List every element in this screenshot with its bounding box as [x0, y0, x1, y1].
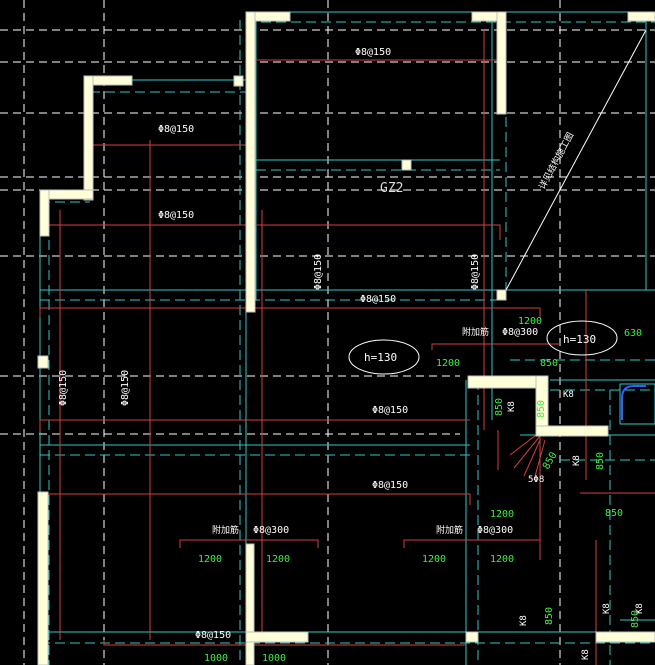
slab-thickness-2: h=130	[563, 333, 596, 346]
dim-1200-f: 1200	[422, 554, 446, 565]
dim-850-c: 850	[536, 400, 547, 418]
k8-label-c: K8	[572, 455, 582, 466]
rebar-label-vert-right: Φ8@150	[470, 254, 481, 290]
dim-1200-e: 1200	[266, 554, 290, 565]
extra-bar-2-spec: Φ8@300	[253, 525, 289, 536]
dim-850-e: 850	[595, 452, 606, 470]
rebar-label-top: Φ8@150	[355, 47, 391, 58]
rebar-label-bottom: Φ8@150	[195, 630, 231, 641]
slab-callout-2	[546, 320, 618, 356]
dim-630: 630	[624, 328, 642, 339]
k8-label-b: K8	[507, 401, 517, 412]
rebar-label-row3: Φ8@150	[158, 210, 194, 221]
k8-label-a: K8	[563, 390, 574, 400]
k8-label-g: K8	[581, 649, 591, 660]
rebar-label-vert-left: Φ8@150	[58, 370, 69, 406]
dim-1200-d: 1200	[198, 554, 222, 565]
bars-5: 5Φ8	[528, 475, 544, 485]
rebar-lines	[39, 30, 655, 665]
extra-bar-2: 附加筋	[212, 524, 239, 536]
column-tag: GZ2	[380, 181, 403, 196]
dim-1200-a: 1200	[518, 316, 542, 327]
k8-label-d: K8	[519, 615, 529, 626]
walls	[37, 11, 655, 665]
dim-1000-b: 1000	[262, 653, 286, 664]
dim-850-f: 850	[605, 508, 623, 519]
k8-label-f: K8	[635, 603, 645, 614]
rebar-label-row5: Φ8@150	[372, 405, 408, 416]
dim-1200-g: 1200	[490, 554, 514, 565]
stair-outline	[505, 29, 647, 291]
rebar-label-row2: Φ8@150	[158, 124, 194, 135]
dim-850-g: 850	[544, 607, 555, 625]
detail-box	[619, 383, 655, 425]
slab-callout-1	[348, 339, 420, 375]
extra-bar-1-spec: Φ8@300	[502, 327, 538, 338]
rebar-label-vert-left2: Φ8@150	[120, 370, 131, 406]
dim-850-h: 850	[630, 610, 641, 628]
rebar-label-vert-center: Φ8@150	[313, 254, 324, 290]
dim-1200-b: 1200	[436, 358, 460, 369]
slab-thickness-1: h=130	[364, 351, 397, 364]
extra-bar-1: 附加筋	[462, 326, 489, 338]
extra-bar-3: 附加筋	[436, 524, 463, 536]
dim-1200-c: 1200	[490, 509, 514, 520]
dim-1000-a: 1000	[204, 653, 228, 664]
rebar-label-row4: Φ8@150	[360, 294, 396, 305]
rebar-label-row6: Φ8@150	[372, 480, 408, 491]
dim-850-a: 850	[540, 358, 558, 369]
detail-mark	[621, 385, 646, 420]
stair-note: 详见结构施工图	[536, 130, 576, 191]
k8-label-e: K8	[602, 603, 612, 614]
dim-850-d: 850	[541, 450, 560, 471]
dim-850-b: 850	[494, 398, 505, 416]
extra-bar-3-spec: Φ8@300	[477, 525, 513, 536]
